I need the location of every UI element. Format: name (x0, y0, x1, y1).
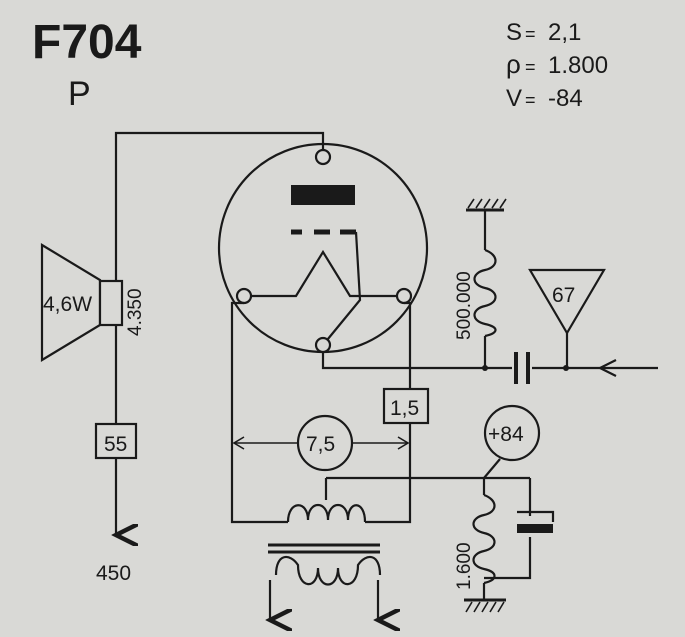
grid-wire (321, 352, 512, 370)
svg-text:ρ: ρ (506, 49, 521, 79)
svg-text:1.800: 1.800 (548, 52, 608, 79)
filament (244, 249, 404, 298)
ground-icon-bottom (464, 598, 506, 613)
speaker-impedance-label: 4.350 (125, 288, 146, 336)
heater-right-wire (404, 301, 412, 389)
pin-grid (314, 336, 332, 354)
spec-s: S = 2,1 (506, 19, 581, 46)
spec-v: V = -84 (506, 85, 583, 112)
cathode-resistor-label: 1.600 (454, 542, 475, 590)
svg-text:=: = (525, 90, 536, 110)
speaker-coil (98, 279, 124, 327)
spec-rho: ρ = 1.800 (506, 49, 608, 79)
heater-voltage-label: 7,5 (306, 433, 335, 456)
heater-left-wire (230, 301, 288, 524)
svg-text:=: = (525, 57, 536, 77)
grid-resistor (473, 248, 497, 338)
anode-plate (291, 185, 355, 205)
bypass-cap-wire (484, 478, 532, 580)
heater-voltage-circle (296, 414, 354, 472)
mode-label: P (68, 75, 91, 113)
bypass-capacitor (517, 510, 555, 522)
svg-text:-84: -84 (548, 85, 583, 112)
box-55-label: 55 (104, 433, 127, 456)
transformer-icon (268, 478, 380, 620)
svg-text:V: V (506, 85, 522, 112)
svg-text:S: S (506, 19, 522, 46)
supply-circle (483, 404, 541, 462)
svg-text:=: = (525, 24, 536, 44)
grid-lead (322, 231, 362, 346)
speaker-power-label: 4,6W (43, 293, 92, 316)
cathode-resistor (472, 493, 496, 585)
svg-text:2,1: 2,1 (548, 19, 581, 46)
tube-type-title: F704 (32, 16, 142, 69)
anode-wire (114, 131, 325, 283)
input-triangle-label: 67 (552, 284, 575, 307)
supply-label: +84 (488, 423, 524, 446)
box-1-5 (382, 387, 430, 425)
bottom-value-label: 450 (96, 562, 131, 585)
box-1-5-label: 1,5 (390, 397, 419, 420)
pin-heater-left (235, 287, 253, 305)
heater-right-lower-wire (365, 423, 412, 524)
pin-anode (314, 148, 332, 166)
grid-resistor-label: 500.000 (454, 271, 475, 340)
antenna-icon (528, 268, 606, 336)
tube-envelope (217, 142, 429, 354)
ground-icon-top (466, 198, 507, 212)
input-arrow (597, 359, 617, 377)
pin-heater-right (395, 287, 413, 305)
